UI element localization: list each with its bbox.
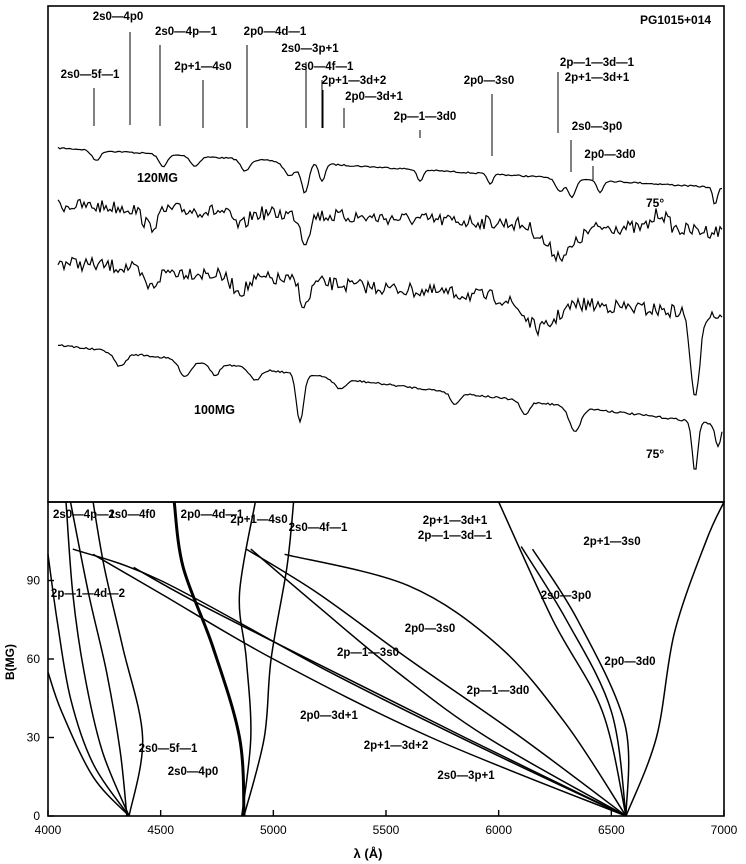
curve-2p0—3d0 bbox=[531, 548, 630, 817]
line-id-label: 2p+1—3d+2 bbox=[322, 75, 387, 87]
curve-2s0—4p0 bbox=[69, 501, 128, 817]
curve-2p0—3d+1 bbox=[92, 553, 627, 817]
object-label: PG1015+014 bbox=[640, 13, 711, 27]
y-tick-label: 0 bbox=[33, 809, 40, 823]
line-id-label: 2p+1—3d+1 bbox=[565, 72, 630, 84]
line-id-label: 2p0—3d+1 bbox=[345, 91, 403, 103]
curve-2s0—4p—1 bbox=[47, 554, 130, 817]
x-tick-label: 7000 bbox=[711, 823, 738, 837]
x-tick-label: 4000 bbox=[35, 823, 62, 837]
curve-2p+1—3s0 bbox=[625, 501, 725, 817]
x-axis-title: λ (Å) bbox=[354, 846, 383, 861]
curve-2s0—3p0 bbox=[520, 546, 627, 817]
curve-label: 2s0—4p0 bbox=[168, 766, 219, 778]
x-tick-label: 5000 bbox=[260, 823, 287, 837]
line-id-label: 2s0—4f—1 bbox=[295, 61, 354, 73]
line-id-label: 2s0—5f—1 bbox=[61, 69, 120, 81]
x-axis-ticks: 4000 4500 5000 5500 6000 6500 7000 bbox=[35, 810, 738, 837]
curve-label: 2p—1—3d—1 bbox=[418, 530, 493, 542]
line-id-label: 2p0—3d0 bbox=[584, 149, 635, 161]
curve-label: 2s0—3p0 bbox=[541, 590, 592, 602]
line-id-label: 2s0—3p+1 bbox=[281, 43, 339, 55]
y-axis-title: B(MG) bbox=[3, 644, 17, 680]
curve-label: 2p0—4d—1 bbox=[181, 509, 244, 521]
y-tick-label: 60 bbox=[27, 652, 41, 666]
curve-2p+1—3d+2 bbox=[133, 566, 627, 817]
line-id-label: 2p—1—3d0 bbox=[394, 111, 457, 123]
curve-label: 2s0—4p—1 bbox=[53, 509, 116, 521]
curve-label: 2p+1—4s0 bbox=[230, 514, 287, 526]
curve-2p0—4d—1 bbox=[172, 501, 246, 817]
series-label-120mg: 120MG bbox=[137, 171, 178, 185]
line-id-label: 2p—1—3d—1 bbox=[560, 57, 635, 69]
line-id-label: 2p0—3s0 bbox=[464, 75, 515, 87]
curve-label: 2p+1—3d+2 bbox=[364, 740, 429, 752]
curve-label: 2p+1—3s0 bbox=[583, 536, 640, 548]
curve-2p+1—3d+1 bbox=[498, 501, 627, 817]
curve-label: 2s0—4f—1 bbox=[289, 522, 348, 534]
curve-2p—1—3s0 bbox=[250, 548, 627, 817]
spectrum-120mg-a bbox=[57, 146, 723, 205]
line-id-label: 2s0—4p—1 bbox=[155, 26, 218, 38]
spectrum-100mg-b bbox=[57, 255, 723, 396]
curve-2p+1—4s0 bbox=[238, 501, 257, 817]
curve-label: 2p+1—3d+1 bbox=[423, 515, 488, 527]
y-tick-label: 90 bbox=[27, 574, 41, 588]
series-label-100mg: 100MG bbox=[194, 403, 235, 417]
curve-label: 2p0—3s0 bbox=[405, 623, 456, 635]
spectrum-100mg-a bbox=[58, 344, 723, 470]
spectra-group bbox=[57, 146, 723, 470]
curve-2p—1—4d—2 bbox=[47, 671, 130, 817]
curve-label: 2p—1—4d—2 bbox=[51, 588, 125, 600]
spectrum-120mg-b bbox=[57, 198, 723, 263]
x-tick-label: 5500 bbox=[373, 823, 400, 837]
angle-label-lower: 75° bbox=[646, 447, 664, 461]
angle-label-upper: 75° bbox=[646, 196, 664, 210]
curve-label: 2p—1—3d0 bbox=[467, 685, 530, 697]
curve-label: 2s0—4f0 bbox=[108, 509, 155, 521]
curve-label: 2s0—3p+1 bbox=[437, 770, 495, 782]
curve-2p0—3s0 bbox=[284, 553, 627, 817]
x-tick-label: 6000 bbox=[485, 823, 512, 837]
line-id-label: 2p+1—4s0 bbox=[174, 61, 231, 73]
curve-2s0—4f—1 bbox=[243, 501, 295, 817]
curve-label: 2p0—3d0 bbox=[604, 656, 655, 668]
x-tick-label: 6500 bbox=[598, 823, 625, 837]
curve-2s0—4f0 bbox=[92, 501, 144, 817]
curve-label: 2p0—3d+1 bbox=[300, 710, 358, 722]
y-axis-ticks: 0 30 60 90 bbox=[27, 574, 54, 823]
line-id-label: 2s0—3p0 bbox=[572, 121, 623, 133]
curve-2p—1—3d0 bbox=[245, 548, 627, 817]
curve-label: 2s0—5f—1 bbox=[139, 743, 198, 755]
y-tick-label: 30 bbox=[27, 731, 41, 745]
line-id-labels: 2s0—4p0 2s0—5f—1 2s0—4p—1 2p+1—4s0 2p0—4d—1 2… bbox=[61, 11, 636, 180]
transition-curves bbox=[47, 501, 725, 817]
curve-2s0—5f—1 bbox=[65, 501, 130, 817]
curve-label: 2p—1—3s0 bbox=[337, 647, 399, 659]
line-id-label: 2s0—4p0 bbox=[93, 11, 144, 23]
line-id-label: 2p0—4d—1 bbox=[244, 26, 307, 38]
x-tick-label: 4500 bbox=[147, 823, 174, 837]
